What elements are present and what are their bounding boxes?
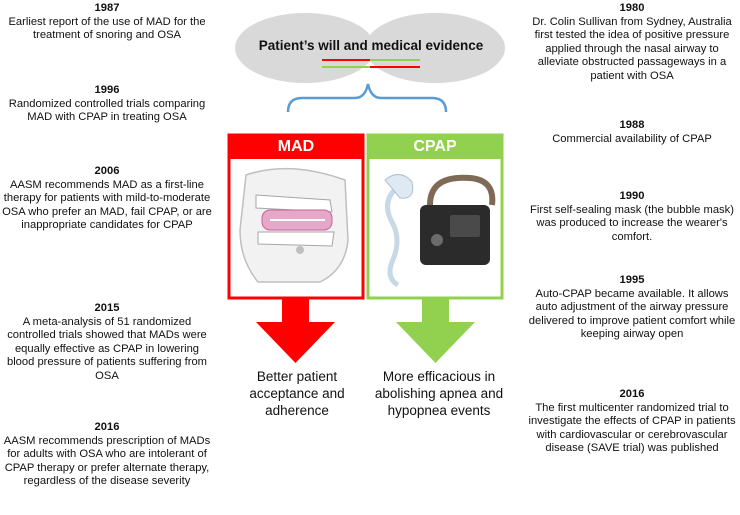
cpap-timeline-entry: 1980 Dr. Colin Sullivan from Sydney, Aus… xyxy=(524,2,740,84)
timeline-text: The first multicenter randomized trial t… xyxy=(528,401,736,455)
cpap-outcome: More efficacious in abolishing apnea and… xyxy=(374,369,504,418)
timeline-text: Dr. Colin Sullivan from Sydney, Australi… xyxy=(532,15,732,82)
mad-timeline-entry: 2016 AASM recommends prescription of MAD… xyxy=(0,421,214,489)
evidence-ellipse-right xyxy=(365,13,505,83)
evidence-title: Patient’s will and medical evidence xyxy=(258,38,484,53)
mad-label: MAD xyxy=(277,138,315,155)
cpap-timeline-entry: 1995 Auto-CPAP became available. It allo… xyxy=(524,274,740,342)
timeline-year: 2015 xyxy=(94,302,120,314)
timeline-year: 2016 xyxy=(619,388,645,400)
mad-arrow xyxy=(256,298,335,363)
timeline-text: AASM recommends MAD as a first-line ther… xyxy=(2,178,212,232)
bracket xyxy=(286,83,448,113)
mad-timeline-entry: 2006 AASM recommends MAD as a first-line… xyxy=(0,165,214,233)
cpap-header xyxy=(368,135,502,159)
cpap-timeline-entry: 1988 Commercial availability of CPAP xyxy=(524,119,740,146)
timeline-text: Randomized controlled trials comparing M… xyxy=(8,97,206,124)
mad-outcome: Better patient acceptance and adherence xyxy=(249,369,345,418)
cpap-timeline-entry: 2016 The first multicenter randomized tr… xyxy=(524,388,740,456)
timeline-text: First self-sealing mask (the bubble mask… xyxy=(530,203,734,243)
timeline-text: Earliest report of the use of MAD for th… xyxy=(8,15,206,42)
mad-device-image xyxy=(239,167,349,283)
timeline-text: AASM recommends prescription of MADs for… xyxy=(3,434,211,488)
evidence-ellipse-left xyxy=(235,13,375,83)
mad-timeline-entry: 2015 A meta-analysis of 51 randomized co… xyxy=(0,302,214,384)
cpap-device-image xyxy=(384,174,496,288)
mad-timeline-entry: 1987 Earliest report of the use of MAD f… xyxy=(0,2,214,43)
cpap-arrow xyxy=(396,298,475,363)
mad-header xyxy=(229,135,363,159)
mad-timeline-entry: 1996 Randomized controlled trials compar… xyxy=(0,84,214,125)
cpap-timeline-entry: 1990 First self-sealing mask (the bubble… xyxy=(524,190,740,244)
timeline-text: Commercial availability of CPAP xyxy=(552,132,712,145)
timeline-year: 2006 xyxy=(94,165,120,177)
timeline-year: 1988 xyxy=(619,119,645,131)
cpap-label: CPAP xyxy=(413,138,457,155)
timeline-year: 2016 xyxy=(94,421,120,433)
timeline-year: 1987 xyxy=(94,2,120,14)
timeline-year: 1980 xyxy=(619,2,645,14)
timeline-year: 1990 xyxy=(619,190,645,202)
timeline-year: 1995 xyxy=(619,274,645,286)
timeline-text: Auto-CPAP became available. It allows au… xyxy=(528,287,736,341)
timeline-text: A meta-analysis of 51 randomized control… xyxy=(6,315,208,382)
timeline-year: 1996 xyxy=(94,84,120,96)
